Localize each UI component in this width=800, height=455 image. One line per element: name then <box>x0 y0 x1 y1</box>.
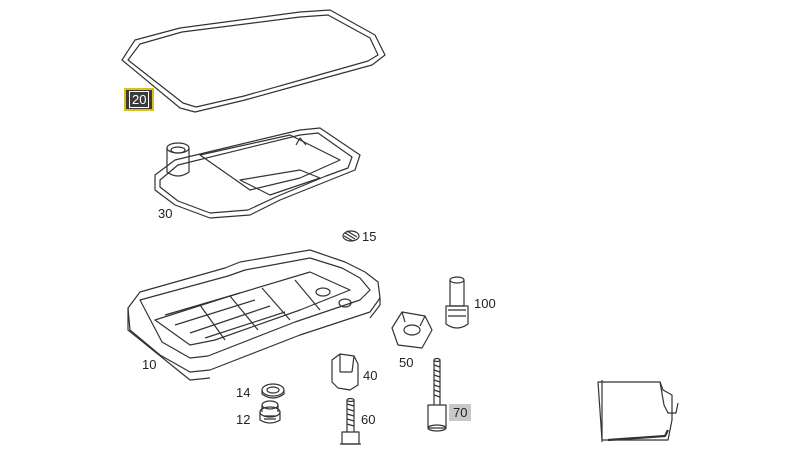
ref-label-100[interactable]: 100 <box>474 296 496 311</box>
seal-ring-part[interactable] <box>261 383 285 399</box>
gasket-part[interactable] <box>121 9 386 113</box>
stud-bolt-part[interactable] <box>427 357 447 432</box>
transmission-silhouette <box>597 380 679 442</box>
ref-label-20[interactable]: 20 <box>124 88 155 111</box>
drain-plug-part[interactable] <box>259 400 281 424</box>
clamp-part[interactable] <box>331 353 359 391</box>
ref-label-10[interactable]: 10 <box>142 357 157 372</box>
ref-label-30[interactable]: 30 <box>158 206 173 221</box>
ref-text-20: 20 <box>129 91 150 108</box>
oil-pan-part[interactable] <box>127 249 381 381</box>
ref-label-15[interactable]: 15 <box>362 229 377 244</box>
ref-label-50[interactable]: 50 <box>399 355 414 370</box>
filter-part[interactable] <box>154 127 361 219</box>
ref-label-12[interactable]: 12 <box>236 412 251 427</box>
bracket-part[interactable] <box>391 311 433 349</box>
ref-label-40[interactable]: 40 <box>363 368 378 383</box>
bolt-part[interactable] <box>340 397 361 445</box>
ref-label-70[interactable]: 70 <box>449 404 472 421</box>
ref-label-60[interactable]: 60 <box>361 412 376 427</box>
ref-label-14[interactable]: 14 <box>236 385 251 400</box>
clip-part[interactable] <box>342 230 360 242</box>
sleeve-part[interactable] <box>445 276 469 329</box>
